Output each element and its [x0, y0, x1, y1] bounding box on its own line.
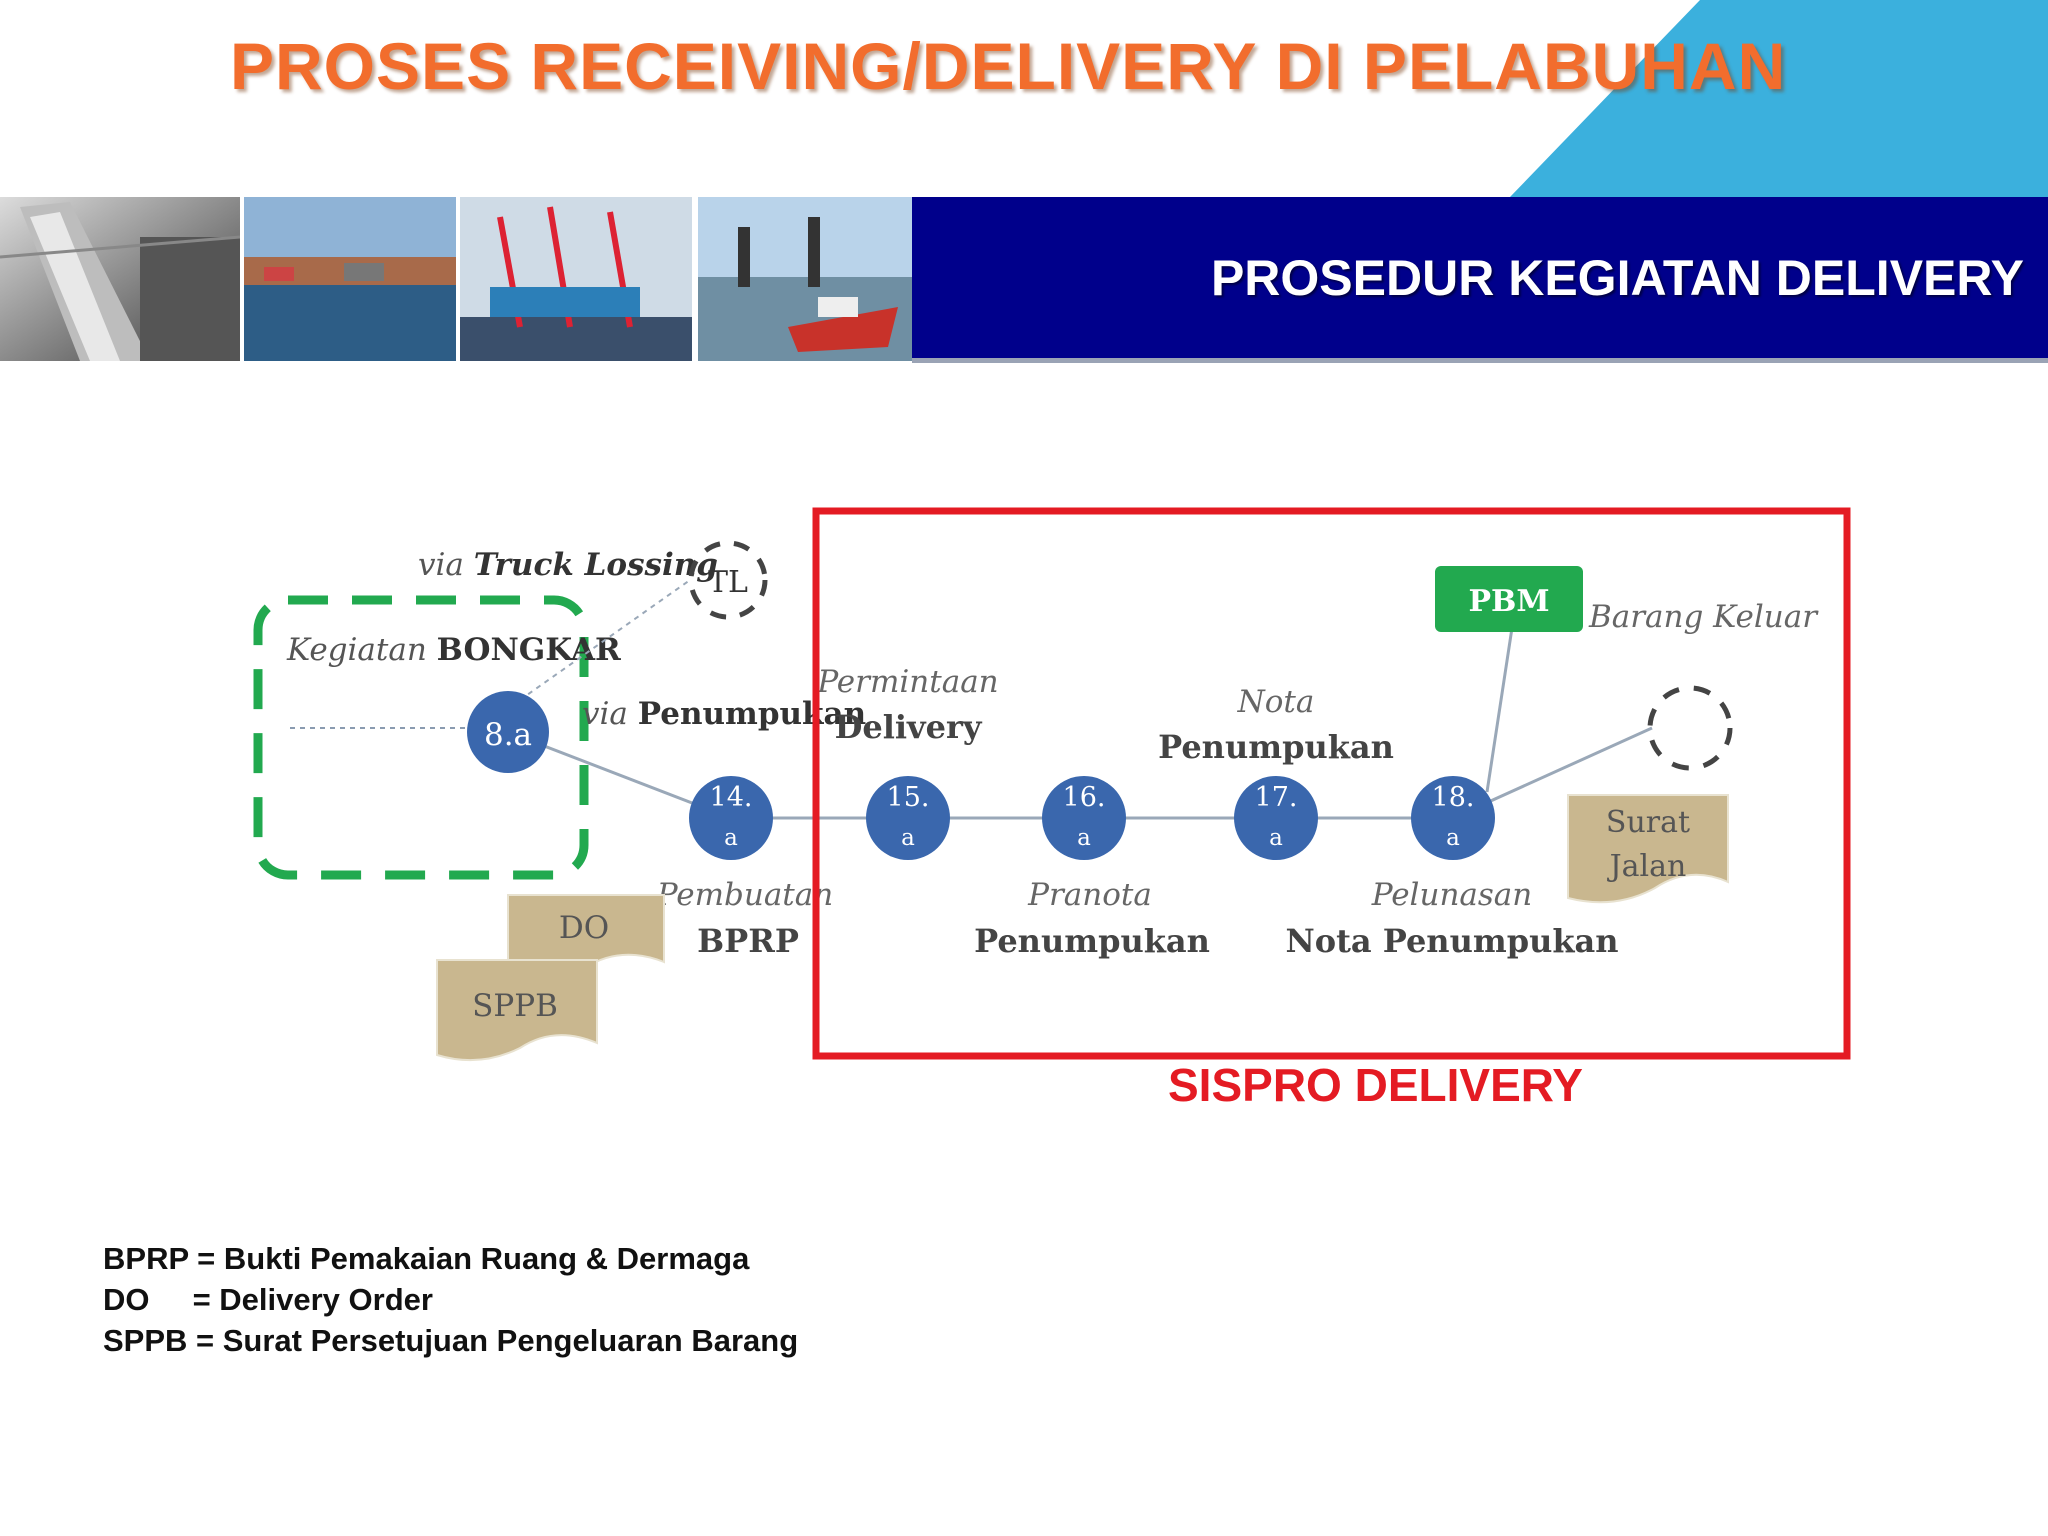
port-photo-tugboat: [698, 197, 912, 361]
doc-surat-jalan: Surat Jalan: [1567, 794, 1729, 904]
bongkar-main: BONGKAR: [437, 632, 621, 668]
node-14a-line2: a: [724, 825, 738, 851]
sispro-highlight-box: [812, 507, 1851, 1060]
port-photo-aerial: [0, 197, 240, 361]
bongkar-box: [253, 595, 589, 880]
doc-surat-line1: Surat: [1606, 805, 1690, 840]
corner-decoration: [1510, 0, 2048, 197]
page-title: PROSES RECEIVING/DELIVERY DI PELABUHAN: [230, 29, 1787, 103]
via-truck-prefix: via: [418, 547, 474, 583]
pembuatan-bold: BPRP: [697, 922, 799, 960]
nota-bold: Penumpukan: [1158, 728, 1394, 766]
barang-keluar-label: Barang Keluar: [1588, 599, 1819, 635]
node-15a-line2: a: [901, 825, 915, 851]
via-truck-losing-label: via Truck Lossing: [418, 547, 718, 583]
tl-label: TL: [708, 565, 748, 600]
port-photo-harbor: [244, 197, 456, 361]
flow-line-18a-pbm: [1485, 627, 1514, 793]
pranota-italic: Pranota: [1027, 877, 1152, 913]
doc-surat-line2: Jalan: [1607, 849, 1687, 884]
section-banner: PROSEDUR KEGIATAN DELIVERY: [912, 197, 2048, 363]
node-17a-line1: 17.: [1255, 782, 1298, 813]
port-photo-cranes: [460, 197, 692, 361]
pelunasan-italic: Pelunasan: [1371, 877, 1533, 913]
bongkar-prefix: Kegiatan: [286, 632, 437, 668]
legend-item-do: DO = Delivery Order: [103, 1282, 433, 1317]
node-18a-line1: 18.: [1432, 782, 1475, 813]
node-8a: 8.a: [467, 691, 549, 773]
node-14a: 14. a: [689, 776, 773, 860]
legend-item-bprp: BPRP = Bukti Pemakaian Ruang & Dermaga: [103, 1241, 750, 1276]
node-16a-line2: a: [1077, 825, 1091, 851]
via-truck-main: Truck Lossing: [474, 547, 718, 583]
permintaan-bold: Delivery: [835, 708, 983, 746]
doc-sppb-label: SPPB: [472, 988, 558, 1024]
sispro-delivery-label: SISPRO DELIVERY: [1168, 1059, 1583, 1111]
doc-do-label: DO: [559, 910, 609, 946]
nota-italic: Nota: [1237, 684, 1315, 720]
pranota-bold: Penumpukan: [974, 922, 1210, 960]
pembuatan-italic: Pembuatan: [656, 877, 833, 913]
pelunasan-bold: Nota Penumpukan: [1285, 922, 1618, 960]
bongkar-label: Kegiatan BONGKAR: [286, 632, 621, 668]
node-18a-line2: a: [1446, 825, 1460, 851]
via-penumpukan-prefix: via: [582, 696, 638, 732]
node-14a-line1: 14.: [710, 782, 753, 813]
via-penumpukan-label: via Penumpukan: [582, 696, 866, 732]
node-18a: 18. a: [1411, 776, 1495, 860]
doc-sppb: SPPB: [436, 959, 598, 1062]
legend: BPRP = Bukti Pemakaian Ruang & Dermaga D…: [103, 1238, 798, 1361]
node-16a-line1: 16.: [1063, 782, 1106, 813]
permintaan-italic: Permintaan: [816, 664, 998, 700]
pbm-box: [1435, 566, 1583, 632]
exit-node: [1647, 685, 1733, 771]
node-15a: 15. a: [866, 776, 950, 860]
pbm-label: PBM: [1468, 584, 1549, 619]
node-17a: 17. a: [1234, 776, 1318, 860]
delivery-process-diagram: Kegiatan BONGKAR via Truck Lossing TL vi…: [253, 507, 1851, 1062]
node-15a-line1: 15.: [887, 782, 930, 813]
tl-node: [688, 540, 768, 620]
node-8a-label: 8.a: [484, 717, 532, 753]
truck-losing-connector: [519, 579, 691, 701]
node-17a-line2: a: [1269, 825, 1283, 851]
banner-title: PROSEDUR KEGIATAN DELIVERY: [1210, 250, 2024, 306]
via-penumpukan-main: Penumpukan: [638, 696, 866, 732]
legend-item-sppb: SPPB = Surat Persetujuan Pengeluaran Bar…: [103, 1323, 799, 1358]
node-16a: 16. a: [1042, 776, 1126, 860]
